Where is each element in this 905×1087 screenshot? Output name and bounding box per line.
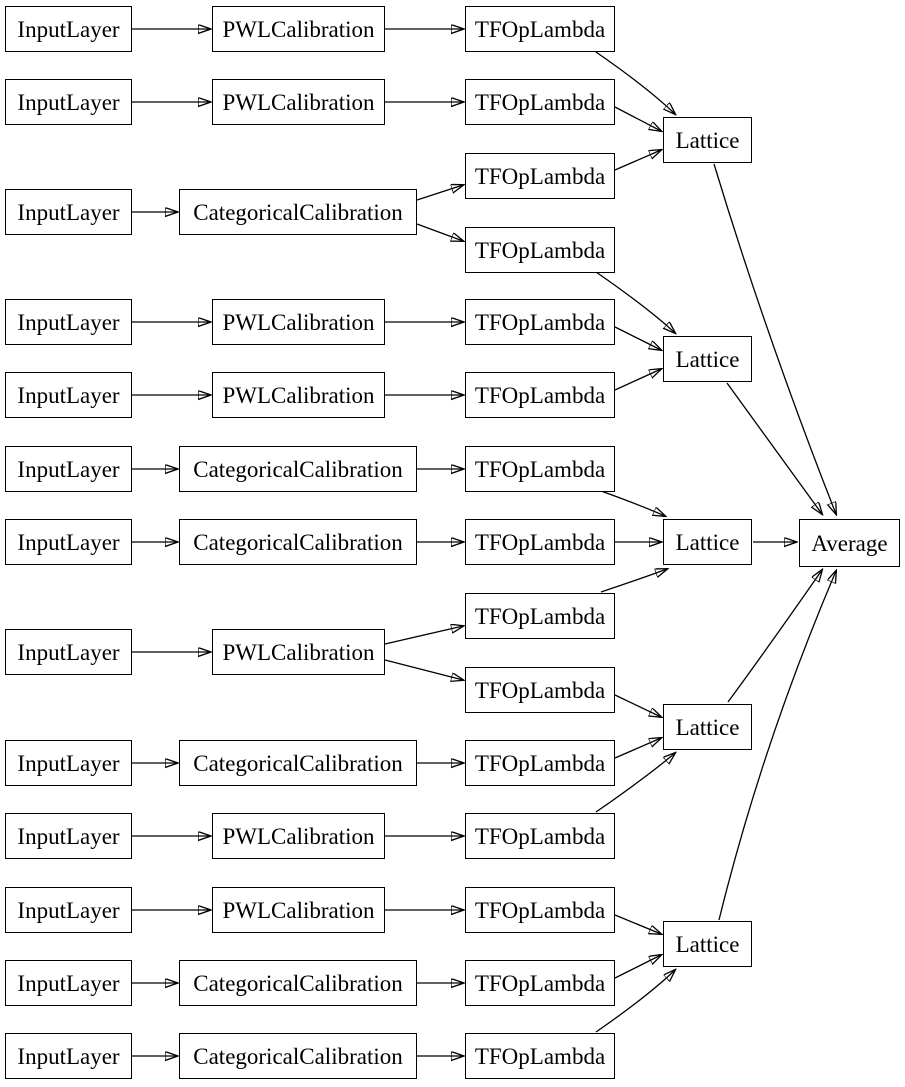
node-tfoplambda-tf10: TFOpLambda	[465, 667, 615, 713]
node-inputlayer-in8: InputLayer	[5, 629, 132, 675]
node-lattice-lat4: Lattice	[663, 704, 752, 750]
edge-tf9-lat3	[600, 569, 667, 593]
node-inputlayer-in4: InputLayer	[5, 299, 132, 345]
node-inputlayer-in2: InputLayer	[5, 79, 132, 125]
node-categoricalcalibration-cal3: CategoricalCalibration	[179, 189, 417, 235]
edge-tf5-lat2	[614, 326, 661, 350]
edge-lat1-avg	[713, 163, 836, 514]
node-average-avg: Average	[799, 519, 900, 567]
node-inputlayer-in7: InputLayer	[5, 519, 132, 565]
node-tfoplambda-tf2: TFOpLambda	[465, 79, 615, 125]
edge-tf12-lat4	[595, 753, 675, 813]
node-tfoplambda-tf5: TFOpLambda	[465, 299, 615, 345]
node-tfoplambda-tf14: TFOpLambda	[465, 960, 615, 1006]
node-tfoplambda-tf7: TFOpLambda	[465, 446, 615, 492]
node-pwlcalibration-cal5: PWLCalibration	[212, 372, 385, 418]
node-inputlayer-in1: InputLayer	[5, 6, 132, 52]
edge-cal8-tf10	[384, 659, 463, 680]
node-inputlayer-in11: InputLayer	[5, 887, 132, 933]
node-tfoplambda-tf9: TFOpLambda	[465, 593, 615, 639]
edge-tf4-lat2	[595, 271, 675, 333]
edge-lat4-avg	[727, 570, 822, 703]
edge-tf3-lat1	[614, 150, 661, 171]
edge-tf7-lat3	[600, 490, 665, 516]
node-pwlcalibration-cal10: PWLCalibration	[212, 813, 385, 859]
edge-tf13-lat5	[614, 914, 661, 934]
node-pwlcalibration-cal8: PWLCalibration	[212, 629, 385, 675]
edge-cal3-tf3	[416, 185, 463, 201]
node-tfoplambda-tf15: TFOpLambda	[465, 1033, 615, 1079]
edge-tf2-lat1	[614, 106, 661, 131]
node-lattice-lat3: Lattice	[663, 519, 752, 565]
node-pwlcalibration-cal2: PWLCalibration	[212, 79, 385, 125]
edge-tf6-lat2	[614, 369, 661, 391]
node-inputlayer-in13: InputLayer	[5, 1033, 132, 1079]
node-tfoplambda-tf6: TFOpLambda	[465, 372, 615, 418]
node-inputlayer-in6: InputLayer	[5, 446, 132, 492]
edge-tf15-lat5	[595, 970, 675, 1033]
node-pwlcalibration-cal11: PWLCalibration	[212, 887, 385, 933]
node-categoricalcalibration-cal13: CategoricalCalibration	[179, 1033, 417, 1079]
edge-tf1-lat1	[595, 51, 675, 114]
node-tfoplambda-tf3: TFOpLambda	[465, 153, 615, 199]
node-categoricalcalibration-cal7: CategoricalCalibration	[179, 519, 417, 565]
node-pwlcalibration-cal1: PWLCalibration	[212, 6, 385, 52]
node-pwlcalibration-cal4: PWLCalibration	[212, 299, 385, 345]
node-tfoplambda-tf1: TFOpLambda	[465, 6, 615, 52]
node-lattice-lat2: Lattice	[663, 336, 752, 382]
node-categoricalcalibration-cal6: CategoricalCalibration	[179, 446, 417, 492]
edge-lat5-avg	[718, 571, 836, 921]
node-tfoplambda-tf13: TFOpLambda	[465, 887, 615, 933]
edge-tf11-lat4	[614, 738, 661, 759]
node-tfoplambda-tf11: TFOpLambda	[465, 740, 615, 786]
edge-tf14-lat5	[614, 955, 661, 979]
node-tfoplambda-tf4: TFOpLambda	[465, 227, 615, 273]
node-tfoplambda-tf12: TFOpLambda	[465, 813, 615, 859]
edge-cal3-tf4	[416, 223, 463, 241]
node-inputlayer-in12: InputLayer	[5, 960, 132, 1006]
node-lattice-lat1: Lattice	[663, 117, 752, 163]
edge-lat2-avg	[726, 382, 822, 514]
node-categoricalcalibration-cal9: CategoricalCalibration	[179, 740, 417, 786]
node-lattice-lat5: Lattice	[663, 921, 752, 967]
node-inputlayer-in5: InputLayer	[5, 372, 132, 418]
node-inputlayer-in9: InputLayer	[5, 740, 132, 786]
node-inputlayer-in10: InputLayer	[5, 813, 132, 859]
node-categoricalcalibration-cal12: CategoricalCalibration	[179, 960, 417, 1006]
node-tfoplambda-tf8: TFOpLambda	[465, 519, 615, 565]
edge-cal8-tf9	[384, 626, 463, 645]
node-inputlayer-in3: InputLayer	[5, 189, 132, 235]
edge-tf10-lat4	[614, 694, 661, 717]
